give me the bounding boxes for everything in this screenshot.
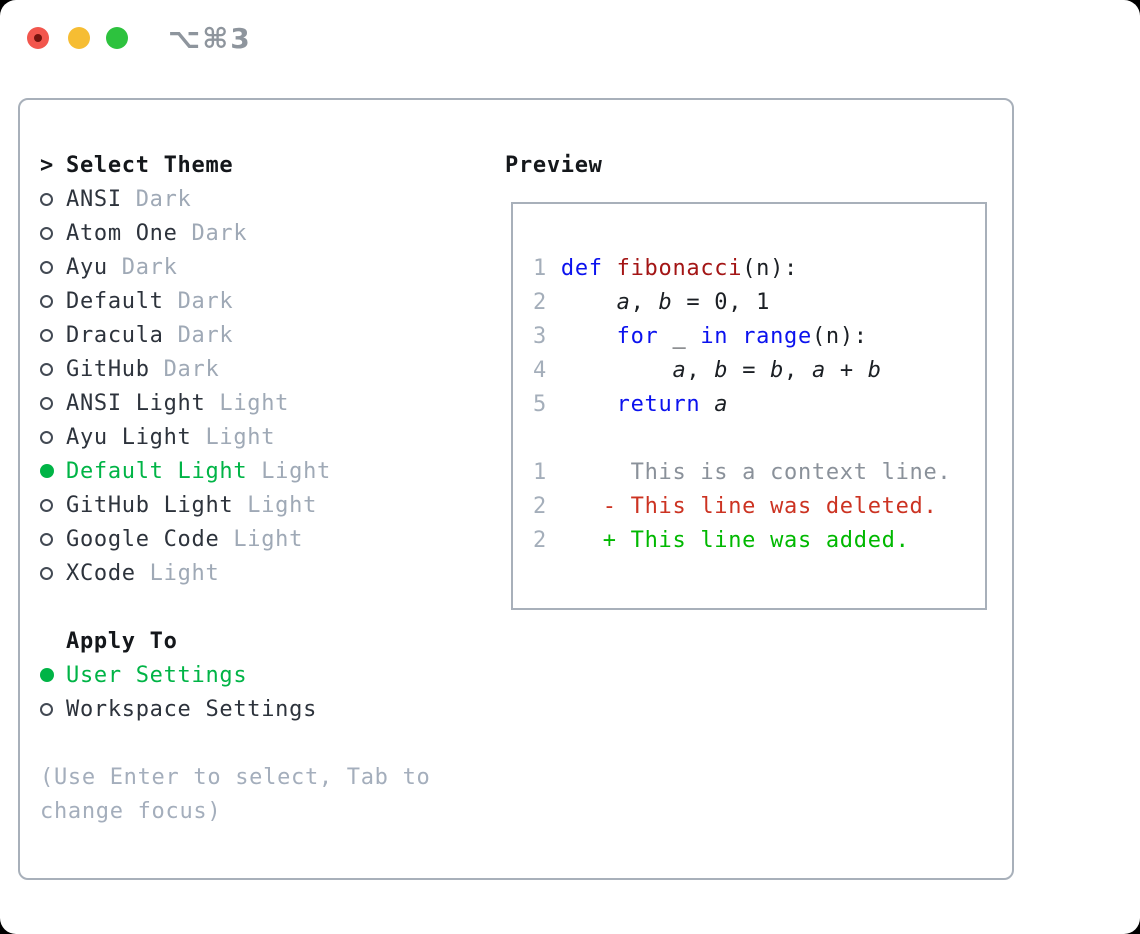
code-line: 3 for _ in range(n):: [533, 324, 868, 349]
window-title-shortcut: ⌥⌘3: [168, 22, 252, 55]
theme-name: Default: [66, 288, 164, 314]
line-number: 1: [533, 460, 603, 485]
code-line: 2 a, b = 0, 1: [533, 290, 771, 315]
help-text-line: (Use Enter to select, Tab to: [40, 764, 431, 790]
radio-icon: [40, 192, 53, 206]
radio-icon: [40, 294, 53, 308]
theme-variant-badge: Light: [233, 492, 318, 518]
line-number: 2: [533, 528, 603, 553]
theme-option-default[interactable]: Default Dark: [40, 284, 490, 318]
spacer: [40, 726, 490, 760]
code-line: 1 def fibonacci(n):: [533, 256, 798, 281]
apply-option-label: User Settings: [66, 662, 248, 688]
theme-name: Ayu Light: [66, 424, 192, 450]
line-number: 3: [533, 324, 561, 349]
line-number: 2: [533, 494, 603, 519]
theme-section-header: > Select Theme: [40, 148, 490, 182]
theme-name: Ayu: [66, 254, 108, 280]
line-number: 4: [533, 358, 561, 383]
theme-variant-badge: Light: [205, 390, 290, 416]
preview-title: Preview: [505, 152, 603, 178]
theme-variant-badge: Dark: [149, 356, 220, 382]
close-button[interactable]: [27, 27, 49, 49]
theme-option-ayu-light[interactable]: Ayu Light Light: [40, 420, 490, 454]
code-line: 4 a, b = b, a + b: [533, 358, 882, 383]
radio-icon: [40, 362, 53, 376]
theme-variant-badge: Light: [135, 560, 220, 586]
theme-name: Google Code: [66, 526, 220, 552]
line-number: 1: [533, 256, 561, 281]
preview-box: 1 def fibonacci(n): 2 a, b = 0, 1 3 for _ …: [511, 202, 987, 610]
theme-option-ansi-light[interactable]: ANSI Light Light: [40, 386, 490, 420]
theme-variant-badge: Dark: [163, 322, 234, 348]
theme-name: Dracula: [66, 322, 164, 348]
preview-header: Preview: [505, 148, 603, 182]
theme-variant-badge: Light: [191, 424, 276, 450]
radio-icon: [40, 328, 53, 342]
radio-icon: [40, 668, 54, 682]
radio-icon: [40, 532, 53, 546]
theme-variant-badge: Dark: [177, 220, 248, 246]
theme-name: ANSI: [66, 186, 122, 212]
theme-option-github[interactable]: GitHub Dark: [40, 352, 490, 386]
theme-variant-badge: Light: [247, 458, 331, 484]
theme-option-ayu[interactable]: Ayu Dark: [40, 250, 490, 284]
apply-option-workspace-settings[interactable]: Workspace Settings: [40, 692, 490, 726]
apply-section-header: Apply To: [40, 624, 490, 658]
help-text: (Use Enter to select, Tab to change focus…: [40, 760, 490, 828]
theme-name: XCode: [66, 560, 136, 586]
theme-option-default-light[interactable]: Default Light Light: [40, 454, 490, 488]
theme-option-atom-one[interactable]: Atom One Dark: [40, 216, 490, 250]
zoom-button[interactable]: [106, 27, 128, 49]
theme-name: GitHub: [66, 356, 150, 382]
diff-line: 2 - This line was deleted.: [533, 494, 938, 519]
theme-name: ANSI Light: [66, 390, 206, 416]
unsaved-dot-icon: [34, 34, 42, 42]
apply-option-label: Workspace Settings: [66, 696, 318, 722]
theme-option-ansi[interactable]: ANSI Dark: [40, 182, 490, 216]
apply-section-title: Apply To: [66, 628, 178, 654]
focus-prompt-icon: >: [40, 152, 54, 178]
theme-variant-badge: Light: [219, 526, 304, 552]
theme-variant-badge: Dark: [163, 288, 234, 314]
line-number: 2: [533, 290, 561, 315]
titlebar: ⌥⌘3: [0, 0, 1140, 78]
theme-name: Default Light: [66, 458, 248, 484]
code-line: 5 return a: [533, 392, 729, 417]
theme-variant-badge: Dark: [107, 254, 178, 280]
theme-option-google-code[interactable]: Google Code Light: [40, 522, 490, 556]
theme-name: GitHub Light: [66, 492, 234, 518]
radio-icon: [40, 260, 53, 274]
line-number: 5: [533, 392, 561, 417]
theme-option-github-light[interactable]: GitHub Light Light: [40, 488, 490, 522]
radio-icon: [40, 226, 53, 240]
blank-line: [533, 422, 985, 456]
help-text-line: change focus): [40, 798, 222, 824]
theme-name: Atom One: [66, 220, 178, 246]
theme-option-xcode[interactable]: XCode Light: [40, 556, 490, 590]
radio-icon: [40, 498, 53, 512]
diff-line: 1 This is a context line.: [533, 460, 952, 485]
apply-option-user-settings[interactable]: User Settings: [40, 658, 490, 692]
radio-icon: [40, 430, 53, 444]
spacer: [40, 590, 490, 624]
diff-line: 2 + This line was added.: [533, 528, 910, 553]
theme-option-dracula[interactable]: Dracula Dark: [40, 318, 490, 352]
radio-icon: [40, 396, 53, 410]
theme-section-title: Select Theme: [66, 152, 234, 178]
radio-icon: [40, 566, 53, 580]
minimize-button[interactable]: [68, 27, 90, 49]
radio-icon: [40, 702, 53, 716]
theme-variant-badge: Dark: [121, 186, 192, 212]
radio-icon: [40, 464, 54, 478]
